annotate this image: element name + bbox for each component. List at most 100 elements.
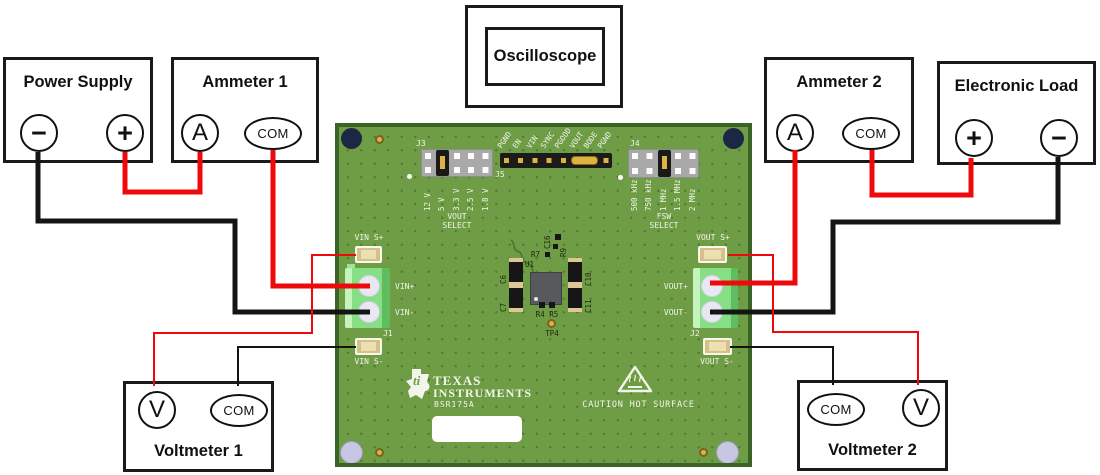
voltmeter2-com-terminal[interactable]: COM: [807, 393, 865, 426]
ammeter2-title: Ammeter 2: [796, 73, 882, 91]
mounting-hole-top-right: [723, 128, 744, 149]
power-supply-title: Power Supply: [23, 73, 133, 91]
c10-label: C10: [584, 272, 593, 286]
ammeter2-box: Ammeter 2 A COM: [764, 57, 914, 163]
j4-pin1-dot: [618, 175, 623, 180]
c6-capacitor: [509, 258, 523, 286]
j5-pin-en: EN: [510, 137, 524, 150]
electronic-load-positive-terminal[interactable]: +: [955, 119, 993, 157]
voltmeter2-v-terminal[interactable]: V: [902, 389, 940, 427]
j3-pin-row-top: [425, 153, 490, 159]
blank-label-sticker: [432, 416, 522, 442]
vin-minus-label: VIN-: [395, 308, 415, 317]
c7-label: C7: [499, 302, 508, 312]
r5-part: [549, 302, 555, 308]
vout-s-plus-pad[interactable]: [698, 246, 727, 263]
voltmeter1-com-terminal[interactable]: COM: [210, 394, 268, 427]
vout-s-plus-label: VOUT S+: [696, 233, 730, 242]
mounting-hole-bottom-left: [340, 441, 363, 464]
j1-label: J1: [383, 329, 393, 338]
pcb-board: J3 12 V 5 V 3.3 V 2.5 V 1.8 V VOUT SELEC…: [335, 123, 752, 467]
c16-label: C16: [543, 235, 552, 249]
ti-logo-icon: ti: [406, 369, 430, 399]
u1-pin1-dot: [534, 297, 538, 301]
ti-brand-line1: TEXAS: [433, 373, 482, 388]
vout-select-option-3v3: 3.3 V: [452, 188, 461, 211]
fsw-option-1m: 1 MHz: [659, 188, 668, 211]
ammeter2-a-terminal[interactable]: A: [776, 114, 814, 152]
j5-label: J5: [495, 170, 505, 179]
u1-label: U1: [525, 260, 535, 269]
vin-s-minus-pad[interactable]: [355, 338, 382, 355]
j5-pin-bode: BODE: [581, 130, 600, 150]
r7-label: R7: [531, 250, 541, 259]
electronic-load-box: Electronic Load + −: [937, 61, 1096, 165]
r9-label: R9: [559, 247, 568, 257]
vout-minus-hole[interactable]: [701, 301, 723, 323]
r9-part: [553, 244, 558, 249]
voltmeter1-v-terminal[interactable]: V: [138, 391, 176, 429]
j5-pin-row: [504, 158, 610, 163]
ammeter2-com-terminal[interactable]: COM: [842, 117, 900, 150]
power-supply-box: Power Supply − +: [3, 57, 153, 163]
fsw-option-1m5: 1.5 MHz: [673, 179, 682, 211]
vout-select-title-line1: VOUT: [447, 212, 467, 221]
r7-part: [545, 252, 550, 257]
j4-jumper[interactable]: [658, 150, 671, 177]
vin-plus-label: VIN+: [395, 282, 415, 291]
power-supply-negative-terminal[interactable]: −: [20, 114, 58, 152]
vout-s-minus-pad[interactable]: [703, 338, 732, 355]
power-supply-positive-terminal[interactable]: +: [106, 114, 144, 152]
wire-eload-neg-to-vout-minus: [710, 157, 1061, 315]
vin-s-plus-label: VIN S+: [354, 233, 384, 242]
vout-minus-label: VOUT-: [663, 308, 688, 317]
c10-capacitor: [568, 258, 582, 286]
j2-label: J2: [690, 329, 700, 338]
hot-surface-icon: [617, 365, 653, 393]
vin-s-plus-pad[interactable]: [355, 246, 382, 263]
fsw-option-500k: 500 kHz: [630, 179, 639, 211]
oscilloscope-screen: Oscilloscope: [485, 27, 605, 86]
vout-s-minus-label: VOUT S-: [700, 357, 734, 366]
fsw-select-title-line2: SELECT: [649, 221, 679, 230]
ammeter1-com-terminal[interactable]: COM: [244, 117, 302, 150]
tp4-testpoint[interactable]: [547, 319, 556, 328]
j5-pin-vin: VIN: [524, 133, 540, 150]
j5-jumper[interactable]: [571, 156, 598, 165]
mounting-hole-bottom-right: [716, 441, 739, 464]
fiducial-bottom-left: [375, 448, 384, 457]
j5-pin-pgnd1: PGND: [495, 130, 514, 150]
j3-pin1-dot: [407, 174, 412, 179]
vin-minus-hole[interactable]: [358, 301, 380, 323]
j4-label: J4: [630, 139, 640, 148]
j5-pin-sync: SYNC: [538, 130, 557, 150]
board-part-number: BSR175A: [434, 400, 475, 409]
fiducial-top-left: [375, 135, 384, 144]
c11-label: C11: [584, 299, 593, 313]
electronic-load-negative-terminal[interactable]: −: [1040, 119, 1078, 157]
ammeter1-title: Ammeter 1: [202, 73, 288, 91]
ammeter1-box: Ammeter 1 A COM: [171, 57, 319, 163]
mounting-hole-top-left: [341, 128, 362, 149]
ammeter1-a-terminal[interactable]: A: [181, 114, 219, 152]
vout-select-option-5v: 5 V: [437, 197, 446, 211]
svg-text:ti: ti: [413, 373, 421, 388]
fsw-option-750k: 750 kHz: [644, 179, 653, 211]
pcb-trace-squiggle: [510, 239, 540, 278]
wire-vin-s-plus-to-voltmeter1-v: [153, 254, 356, 386]
j3-jumper[interactable]: [436, 150, 449, 176]
tp4-label: TP4: [545, 329, 559, 338]
vout-select-option-1v8: 1.8 V: [481, 188, 490, 211]
r4-part: [539, 302, 545, 308]
vout-plus-hole[interactable]: [701, 275, 723, 297]
vout-select-option-12v: 12 V: [423, 192, 432, 211]
j5-pin-pgnd2: PGND: [595, 130, 614, 150]
fsw-select-title-line1: FSW: [656, 212, 672, 221]
vin-plus-hole[interactable]: [358, 275, 380, 297]
vout-plus-label: VOUT+: [663, 282, 688, 291]
vout-select-option-2v5: 2.5 V: [466, 188, 475, 211]
c7-capacitor: [509, 284, 523, 312]
vout-select-title-line2: SELECT: [442, 221, 472, 230]
wire-power-supply-neg-to-vin-minus: [35, 152, 370, 315]
